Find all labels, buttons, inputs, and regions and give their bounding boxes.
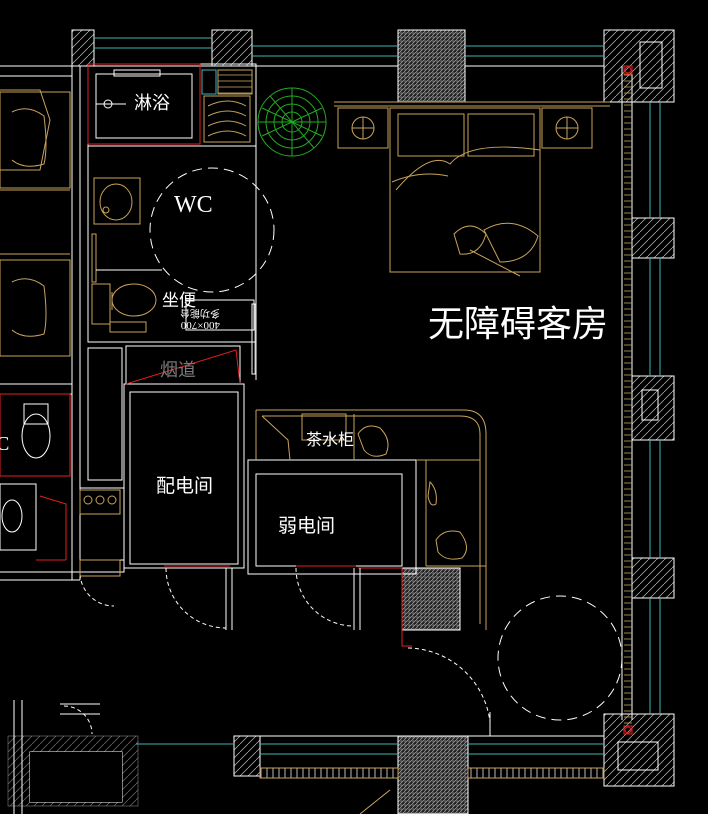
structural-columns xyxy=(7,29,675,814)
label-tea-cabinet: 茶水柜 xyxy=(306,430,354,449)
door-leaves xyxy=(60,559,491,736)
glass-curtain-wall xyxy=(94,37,661,755)
label-wc: WC xyxy=(174,192,213,218)
potted-plant-icon xyxy=(257,87,327,157)
tea-cabinet-area xyxy=(255,409,487,630)
label-power-room: 配电间 xyxy=(156,475,213,497)
red-reveals xyxy=(0,63,633,735)
wheelchair-turning-circle-wc xyxy=(149,167,275,293)
label-weak-power-room: 弱电间 xyxy=(278,515,335,537)
bottom-edge xyxy=(259,767,605,814)
label-mirror-text: 多功能台 xyxy=(180,307,220,320)
neighbor-rooms-left xyxy=(0,89,121,551)
bedroom-furniture xyxy=(334,101,610,277)
right-window-rail xyxy=(624,74,632,724)
label-shower: 淋浴 xyxy=(134,93,170,114)
label-flue: 烟道 xyxy=(160,360,196,381)
label-partial-left: C xyxy=(0,433,9,455)
room-title: 无障碍客房 xyxy=(428,304,608,345)
label-mirror-size: 400×700 xyxy=(180,319,220,331)
bathroom-fixtures xyxy=(91,69,257,375)
label-toilet: 坐便 xyxy=(162,291,196,311)
wheelchair-turning-circle-room xyxy=(497,595,623,721)
